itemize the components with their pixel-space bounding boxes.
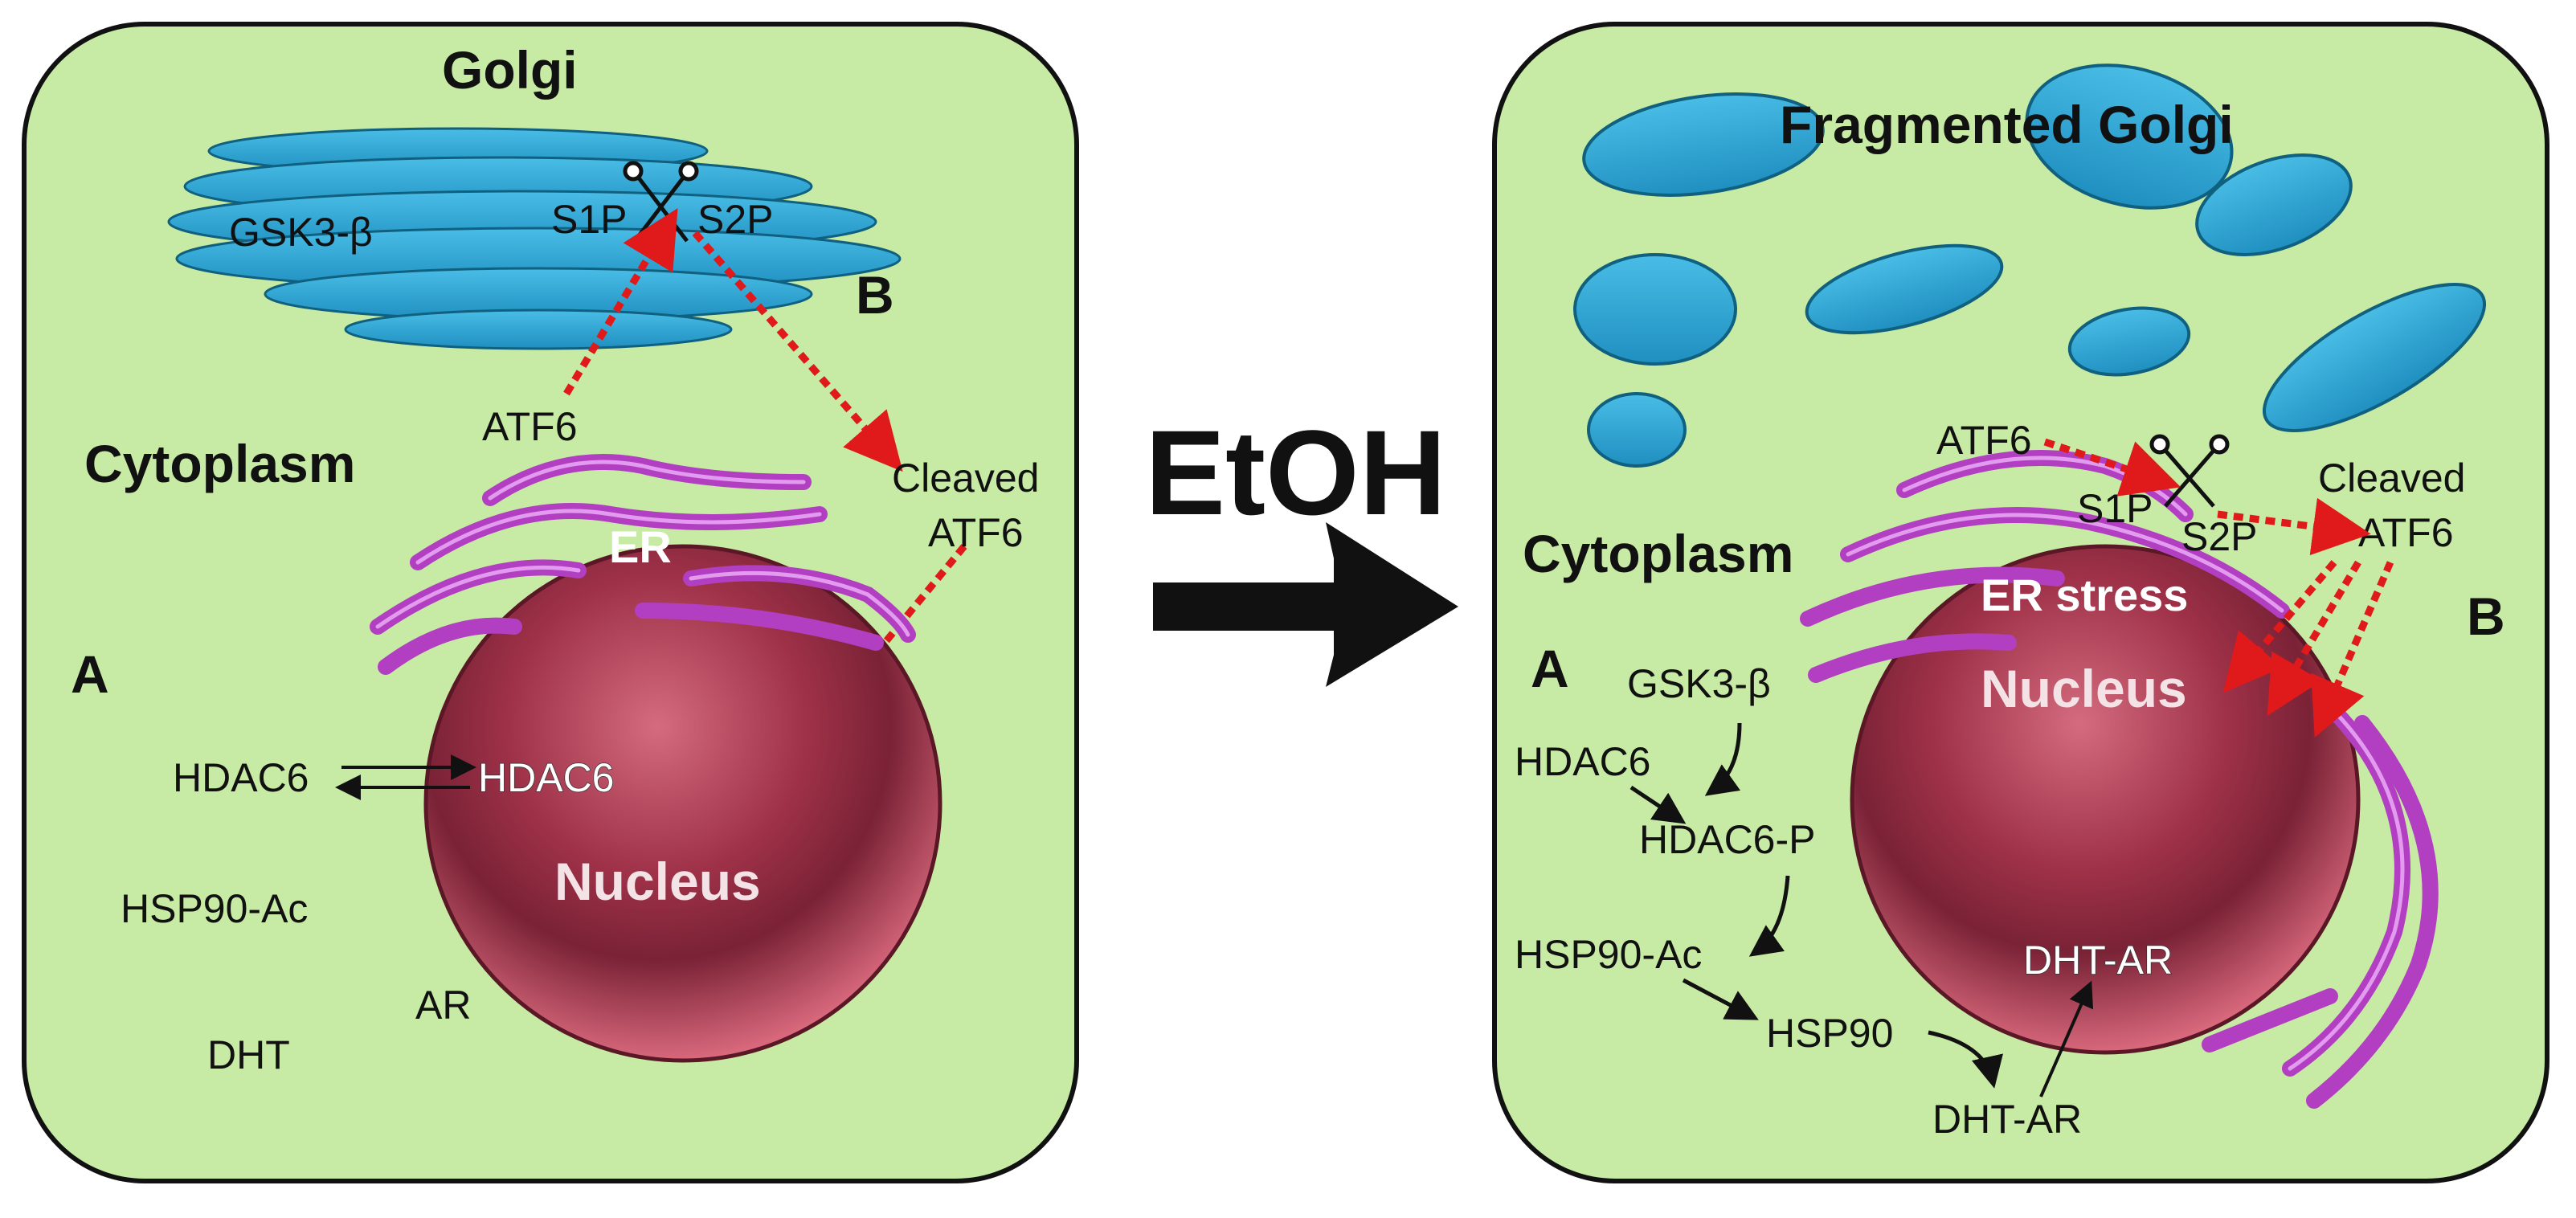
golgi-label: Golgi bbox=[442, 40, 578, 100]
hdac6p-label: HDAC6-P bbox=[1639, 817, 1815, 862]
dht-label: DHT bbox=[207, 1032, 290, 1077]
cleaved-label: Cleaved bbox=[892, 456, 1039, 501]
hdac6-cytoplasm-label: HDAC6 bbox=[173, 755, 309, 800]
cleaved-atf6-label: ATF6 bbox=[2358, 510, 2454, 555]
nucleus bbox=[423, 544, 942, 1063]
b-label: B bbox=[2467, 587, 2505, 646]
hdac6-label: HDAC6 bbox=[1515, 739, 1650, 784]
er-stress-label: ER stress bbox=[1981, 570, 2188, 620]
hsp90-label: HSP90 bbox=[1766, 1011, 1893, 1056]
hsp90ac-label: HSP90-Ac bbox=[1515, 932, 1702, 977]
treatment-label: EtOH bbox=[1145, 405, 1446, 540]
fragmented-golgi bbox=[1573, 63, 2487, 468]
b-label: B bbox=[856, 265, 894, 325]
transition-arrow bbox=[1153, 522, 1458, 687]
dht-ar-label: DHT-AR bbox=[1932, 1097, 2082, 1142]
right-cell: Fragmented Golgi ER stress ATF6 S1P bbox=[1492, 22, 2549, 1183]
a-label: A bbox=[71, 644, 109, 704]
hdac6-nucleus-label: HDAC6 bbox=[478, 755, 614, 800]
golgi-stack bbox=[167, 127, 902, 350]
dht-ar-nucleus-label: DHT-AR bbox=[2023, 938, 2173, 983]
ar-label: AR bbox=[415, 983, 471, 1028]
s1p-label: S1P bbox=[551, 197, 628, 242]
gsk3b-label: GSK3-β bbox=[1627, 661, 1771, 706]
gsk3b-label: GSK3-β bbox=[229, 210, 373, 255]
cleaved-label: Cleaved bbox=[2318, 456, 2465, 501]
er-label: ER bbox=[609, 521, 672, 572]
atf6-label: ATF6 bbox=[1936, 418, 2032, 463]
left-cell: Golgi GSK3-β S1P S2P B ATF6 Cytoplasm Cl… bbox=[22, 22, 1079, 1183]
fragmented-golgi-label: Fragmented Golgi bbox=[1780, 95, 2234, 154]
cascade-arrows bbox=[1629, 722, 2094, 1097]
nucleus-label: Nucleus bbox=[1981, 659, 2187, 718]
atf6-label: ATF6 bbox=[482, 404, 578, 449]
s1p-label: S1P bbox=[2077, 486, 2153, 531]
hdac6-exchange-arrows bbox=[335, 754, 476, 800]
atf6-pathway-arrows bbox=[2043, 438, 2394, 738]
hsp90ac-label: HSP90-Ac bbox=[121, 886, 308, 931]
s2p-label: S2P bbox=[2181, 514, 2258, 559]
a-label: A bbox=[1531, 639, 1569, 698]
nucleus-label: Nucleus bbox=[554, 852, 761, 911]
s2p-label: S2P bbox=[697, 197, 774, 242]
cytoplasm-label: Cytoplasm bbox=[1523, 524, 1793, 583]
er-membrane-highlight bbox=[375, 460, 910, 637]
treatment-transition: EtOH bbox=[1145, 405, 1458, 687]
cytoplasm-label: Cytoplasm bbox=[84, 434, 355, 493]
cleaved-atf6-label: ATF6 bbox=[928, 510, 1024, 555]
